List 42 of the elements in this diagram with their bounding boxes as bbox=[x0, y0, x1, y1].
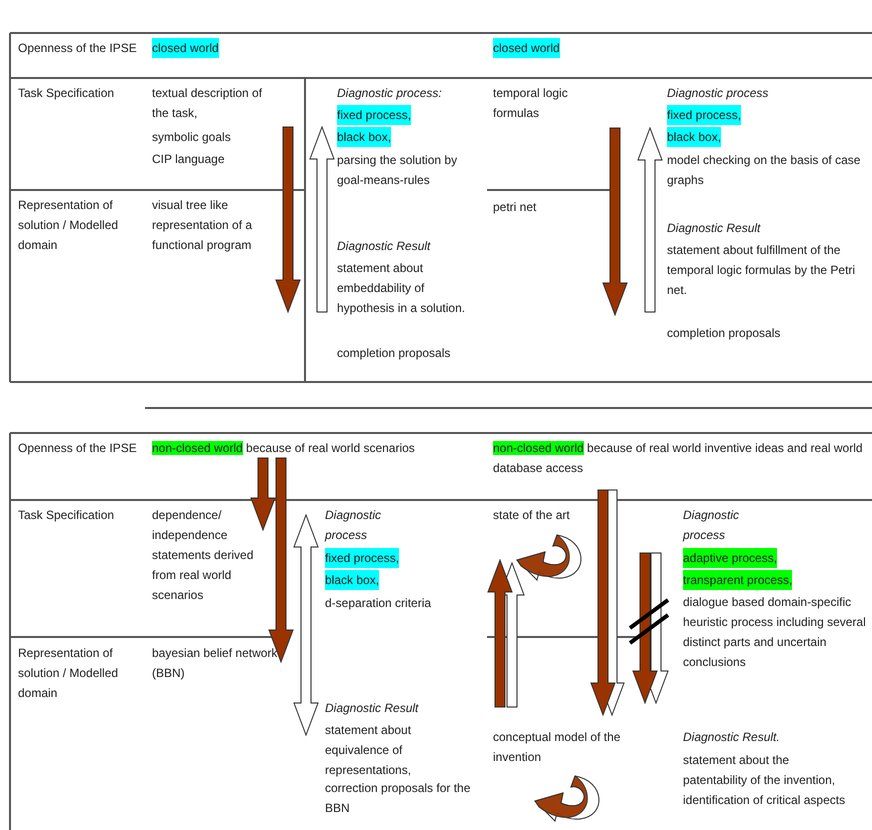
cell-text: statement about fulfillment of the temporal logic formulas by the Petri net. bbox=[667, 242, 856, 299]
cell-text: statement about embeddability of hypothesis in a solution. bbox=[337, 260, 466, 317]
cell-text: statement about the patentability of the invention, identification of critical aspects bbox=[683, 752, 846, 809]
cell-text: Openness of the IPSE bbox=[18, 440, 138, 457]
cell-text: petri net bbox=[493, 199, 538, 216]
cell-text: d-separation criteria bbox=[325, 595, 432, 612]
cell-text: Openness of the IPSE bbox=[18, 40, 138, 57]
highlighted-text: fixed process, bbox=[325, 548, 400, 568]
cell-text: non-closed world because of real world inventive ideas and real world database access bbox=[493, 440, 864, 477]
section-heading: Diagnostic Result bbox=[667, 220, 762, 237]
highlighted-text: black box, bbox=[325, 570, 380, 590]
section-heading: Diagnostic process bbox=[667, 85, 770, 102]
cell-text: bayesian belief network (BBN) bbox=[152, 645, 278, 682]
cell-text: dependence/ independence statements derived from real world scenarios bbox=[152, 507, 254, 604]
highlighted-text: black box, bbox=[337, 127, 392, 147]
cell-text: model checking on the basis of case graphs bbox=[667, 152, 862, 189]
cell-text: Task Specification bbox=[18, 85, 116, 102]
highlighted-text: closed world bbox=[152, 38, 219, 58]
cell-text: non-closed world because of real world scenarios bbox=[152, 440, 416, 457]
highlighted-text: adaptive process, bbox=[683, 548, 778, 568]
cell-text: state of the art bbox=[493, 507, 571, 524]
highlighted-text: fixed process, bbox=[667, 105, 742, 125]
cell-text: completion proposals bbox=[337, 345, 452, 362]
cell-text: symbolic goals bbox=[152, 129, 232, 146]
section-heading: Diagnostic Result bbox=[337, 238, 432, 255]
highlighted-text: fixed process, bbox=[337, 105, 412, 125]
highlighted-text: transparent process, bbox=[683, 570, 792, 590]
cell-text: Task Specification bbox=[18, 507, 116, 524]
cell-text: visual tree like representation of a functional program bbox=[152, 197, 254, 254]
section-heading: Diagnostic Result. bbox=[683, 729, 781, 746]
cell-text: Representation of solution / Modelled domain bbox=[18, 197, 120, 254]
highlighted-text: closed world bbox=[493, 38, 560, 58]
cell-text: parsing the solution by goal-means-rules bbox=[337, 152, 458, 189]
cell-text: completion proposals bbox=[667, 325, 782, 342]
cell-text: conceptual model of the invention bbox=[493, 729, 622, 766]
cell-text: Representation of solution / Modelled domain bbox=[18, 645, 120, 702]
section-heading: Diagnostic Result bbox=[325, 700, 420, 717]
cell-text: correction proposals for the BBN bbox=[325, 780, 472, 817]
highlighted-text: black box, bbox=[667, 127, 722, 147]
cell-text: temporal logic formulas bbox=[493, 85, 569, 122]
cell-text: CIP language bbox=[152, 151, 226, 168]
cell-text: dialogue based domain-specific heuristic process including several distinct parts and uncertain conclusions bbox=[683, 594, 867, 671]
